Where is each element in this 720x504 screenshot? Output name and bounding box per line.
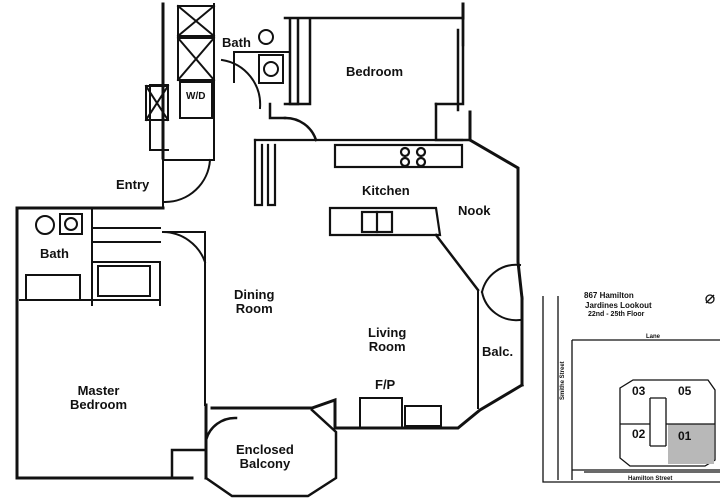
key-unit-05: 05 (678, 384, 692, 398)
kitchen-label: Kitchen (362, 183, 410, 198)
living-room-label-line2: Room (368, 339, 406, 354)
bath-top-label: Bath (222, 35, 251, 50)
key-address: 867 Hamilton (584, 291, 634, 300)
key-lane-label: Lane (646, 334, 661, 340)
master-closet (91, 299, 161, 306)
living-room-label: Living Room (368, 326, 406, 354)
balcony-door (477, 263, 522, 409)
bath-left-fixtures (19, 209, 207, 406)
dining-room-label-line2: Room (235, 301, 273, 316)
kitchen-counters (253, 138, 464, 237)
nook-label: Nook (458, 203, 491, 218)
bath-top-fixtures (144, 3, 291, 161)
living-room-label-line1: Living (368, 325, 407, 340)
washer-dryer-label: W/D (186, 91, 206, 102)
dining-room-label: Dining Room (234, 288, 274, 316)
balcony-label: Balc. (482, 344, 514, 359)
master-bedroom-label-line2: Bedroom (70, 397, 128, 412)
enclosed-balcony-label: Enclosed Balcony (236, 443, 294, 471)
entry-label: Entry (116, 177, 150, 192)
outer-walls (15, 2, 525, 480)
key-unit-01: 01 (678, 429, 692, 443)
key-building-name: Jardines Lookout (585, 301, 652, 310)
key-front-street-label: Hamilton Street (628, 476, 673, 482)
master-bedroom-label-line1: Master (77, 383, 120, 398)
kitchen-boundary (434, 233, 480, 292)
bedroom-label: Bedroom (346, 64, 404, 79)
enclosed-balcony-label-line2: Balcony (239, 456, 291, 471)
fireplace (359, 397, 442, 427)
key-plan (542, 294, 720, 483)
key-unit-03: 03 (632, 384, 646, 398)
key-side-street-label: Smithe Street (560, 361, 566, 400)
dining-room-label-line1: Dining (234, 287, 275, 302)
fireplace-label: F/P (375, 377, 396, 392)
enclosed-balcony-walls (170, 408, 338, 498)
enclosed-balcony-label-line1: Enclosed (236, 442, 294, 457)
entry-door (162, 157, 212, 207)
unit-01-highlight (668, 424, 714, 464)
bath-left-label: Bath (40, 246, 69, 261)
key-unit-02: 02 (632, 427, 646, 441)
master-bedroom-label: Master Bedroom (70, 384, 127, 412)
key-floors: 22nd - 25th Floor (588, 311, 645, 318)
